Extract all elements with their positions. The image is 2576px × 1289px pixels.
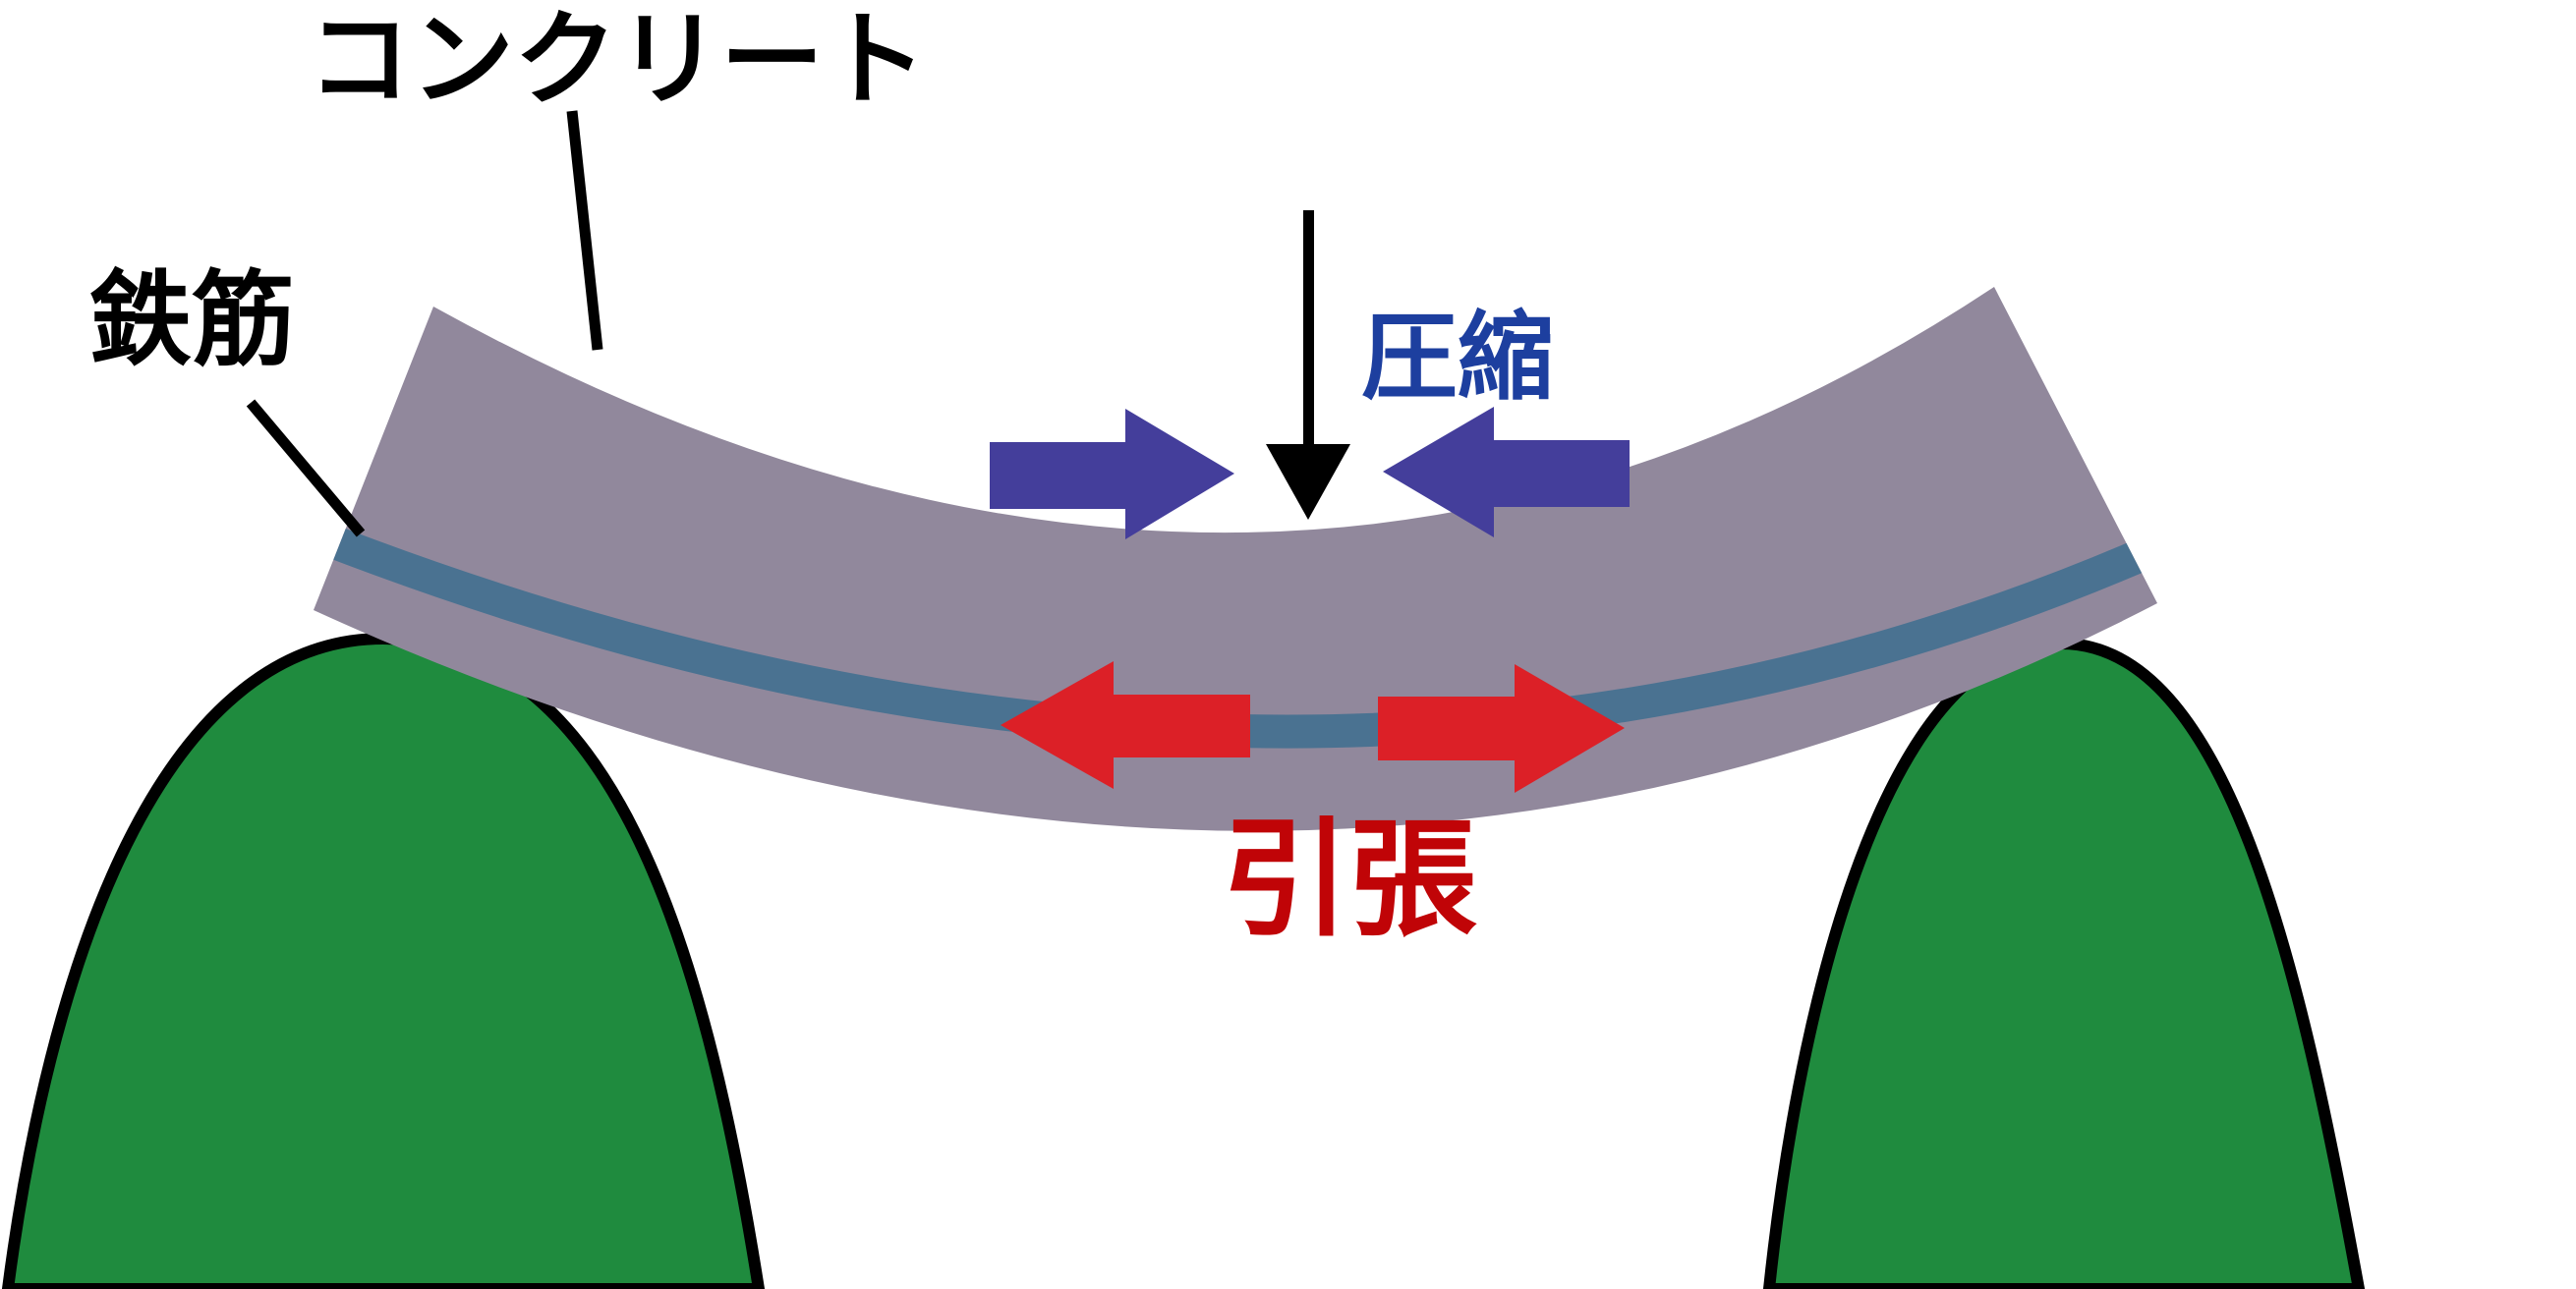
compression-arrow-right-icon [1383,407,1630,537]
load-arrow-shaft [1303,210,1314,456]
compression-label: 圧縮 [1361,302,1554,414]
right-support [1762,637,2366,1289]
rebar-leader-line [246,399,366,537]
load-arrow-icon [1266,210,1350,520]
rebar-bar [317,523,2157,749]
tension-arrow-right-icon [1378,664,1625,793]
tension-label: 引張 [1222,805,1477,954]
tension-arrow-left-icon [1001,661,1250,789]
load-arrow-head [1266,444,1350,520]
compression-arrow-left-icon [990,409,1234,539]
rebar-label: 鉄筋 [88,260,295,380]
concrete-leader-line [566,110,603,351]
concrete-label: コンクリート [308,0,927,120]
